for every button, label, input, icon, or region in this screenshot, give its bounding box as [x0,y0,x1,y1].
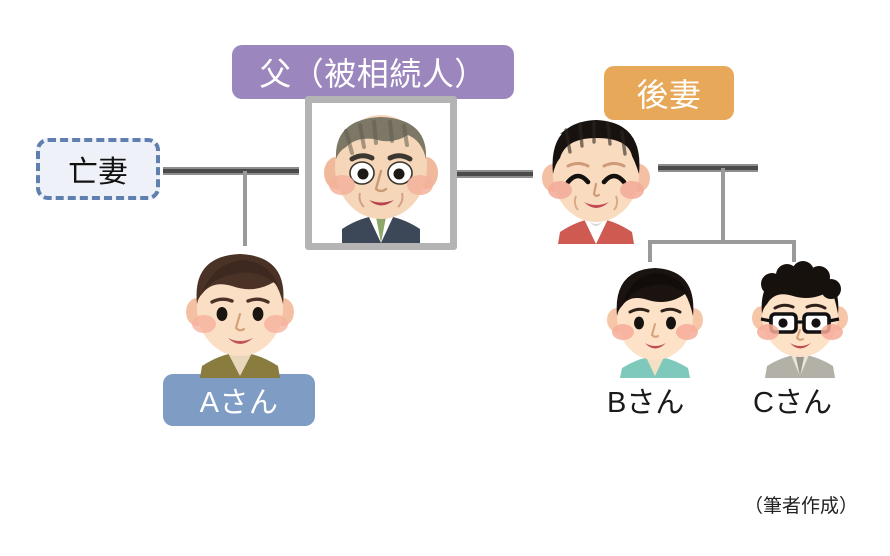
label-child-b: Bさん [607,379,684,421]
descent-line-second-wife-children [721,168,725,242]
label-second-wife: 後妻 [604,66,734,120]
descent-line-child-a [243,171,247,246]
label-child-c-text: Cさん [753,387,832,419]
label-child-a: Aさん [163,374,315,426]
label-deceased-wife-text: 亡妻 [68,156,128,189]
label-deceased-wife: 亡妻 [36,138,160,200]
descent-line-child-b [648,240,652,262]
label-father-text: 父（被相続人） [259,56,487,92]
label-child-c: Cさん [753,379,832,421]
avatar-child-b [600,262,710,378]
avatar-child-a [178,246,302,378]
sibling-bar-bc [648,240,796,244]
label-child-b-text: Bさん [607,387,685,419]
label-father: 父（被相続人） [232,45,514,99]
avatar-second-wife [532,112,660,244]
portrait-frame-father [305,96,457,250]
label-second-wife-text: 後妻 [636,77,702,113]
avatar-child-c [745,258,855,378]
parent-line-second-wife [658,164,758,172]
avatar-father [312,103,450,243]
marriage-line-right [455,170,533,178]
descent-line-child-c [792,240,796,262]
label-child-a-text: Aさん [199,387,279,419]
marriage-line-left [163,167,299,175]
credit-note: （筆者作成） [744,491,858,518]
credit-note-text: （筆者作成） [744,496,859,517]
